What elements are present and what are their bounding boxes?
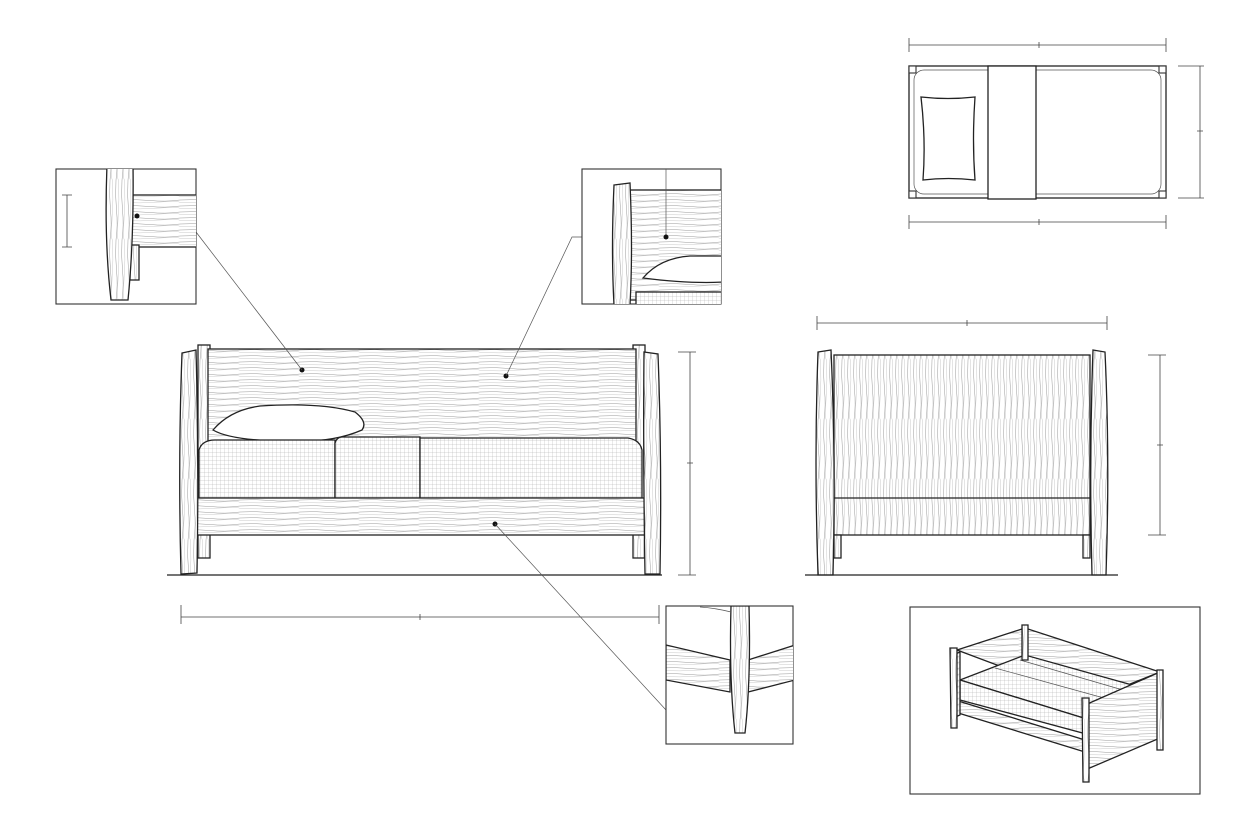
- mattress-right: [419, 437, 643, 499]
- base-rail: [195, 497, 647, 536]
- left-front-post: [179, 349, 199, 575]
- mattress-left: [198, 439, 336, 499]
- front-elevation: [167, 344, 662, 576]
- side-panel: [833, 354, 1091, 536]
- detail-bottom: [665, 605, 794, 745]
- isometric-view: [909, 606, 1201, 795]
- front-dimensions: [180, 351, 696, 624]
- detail-top-left: [55, 168, 197, 305]
- blanket-top: [987, 65, 1037, 200]
- leader-lines: [195, 231, 667, 711]
- side-elevation: [805, 316, 1166, 576]
- pillow-top: [920, 96, 976, 181]
- folded-blanket: [334, 436, 421, 499]
- top-plan-view: [908, 38, 1204, 229]
- detail-top-right: [581, 168, 722, 305]
- right-front-post: [643, 351, 662, 575]
